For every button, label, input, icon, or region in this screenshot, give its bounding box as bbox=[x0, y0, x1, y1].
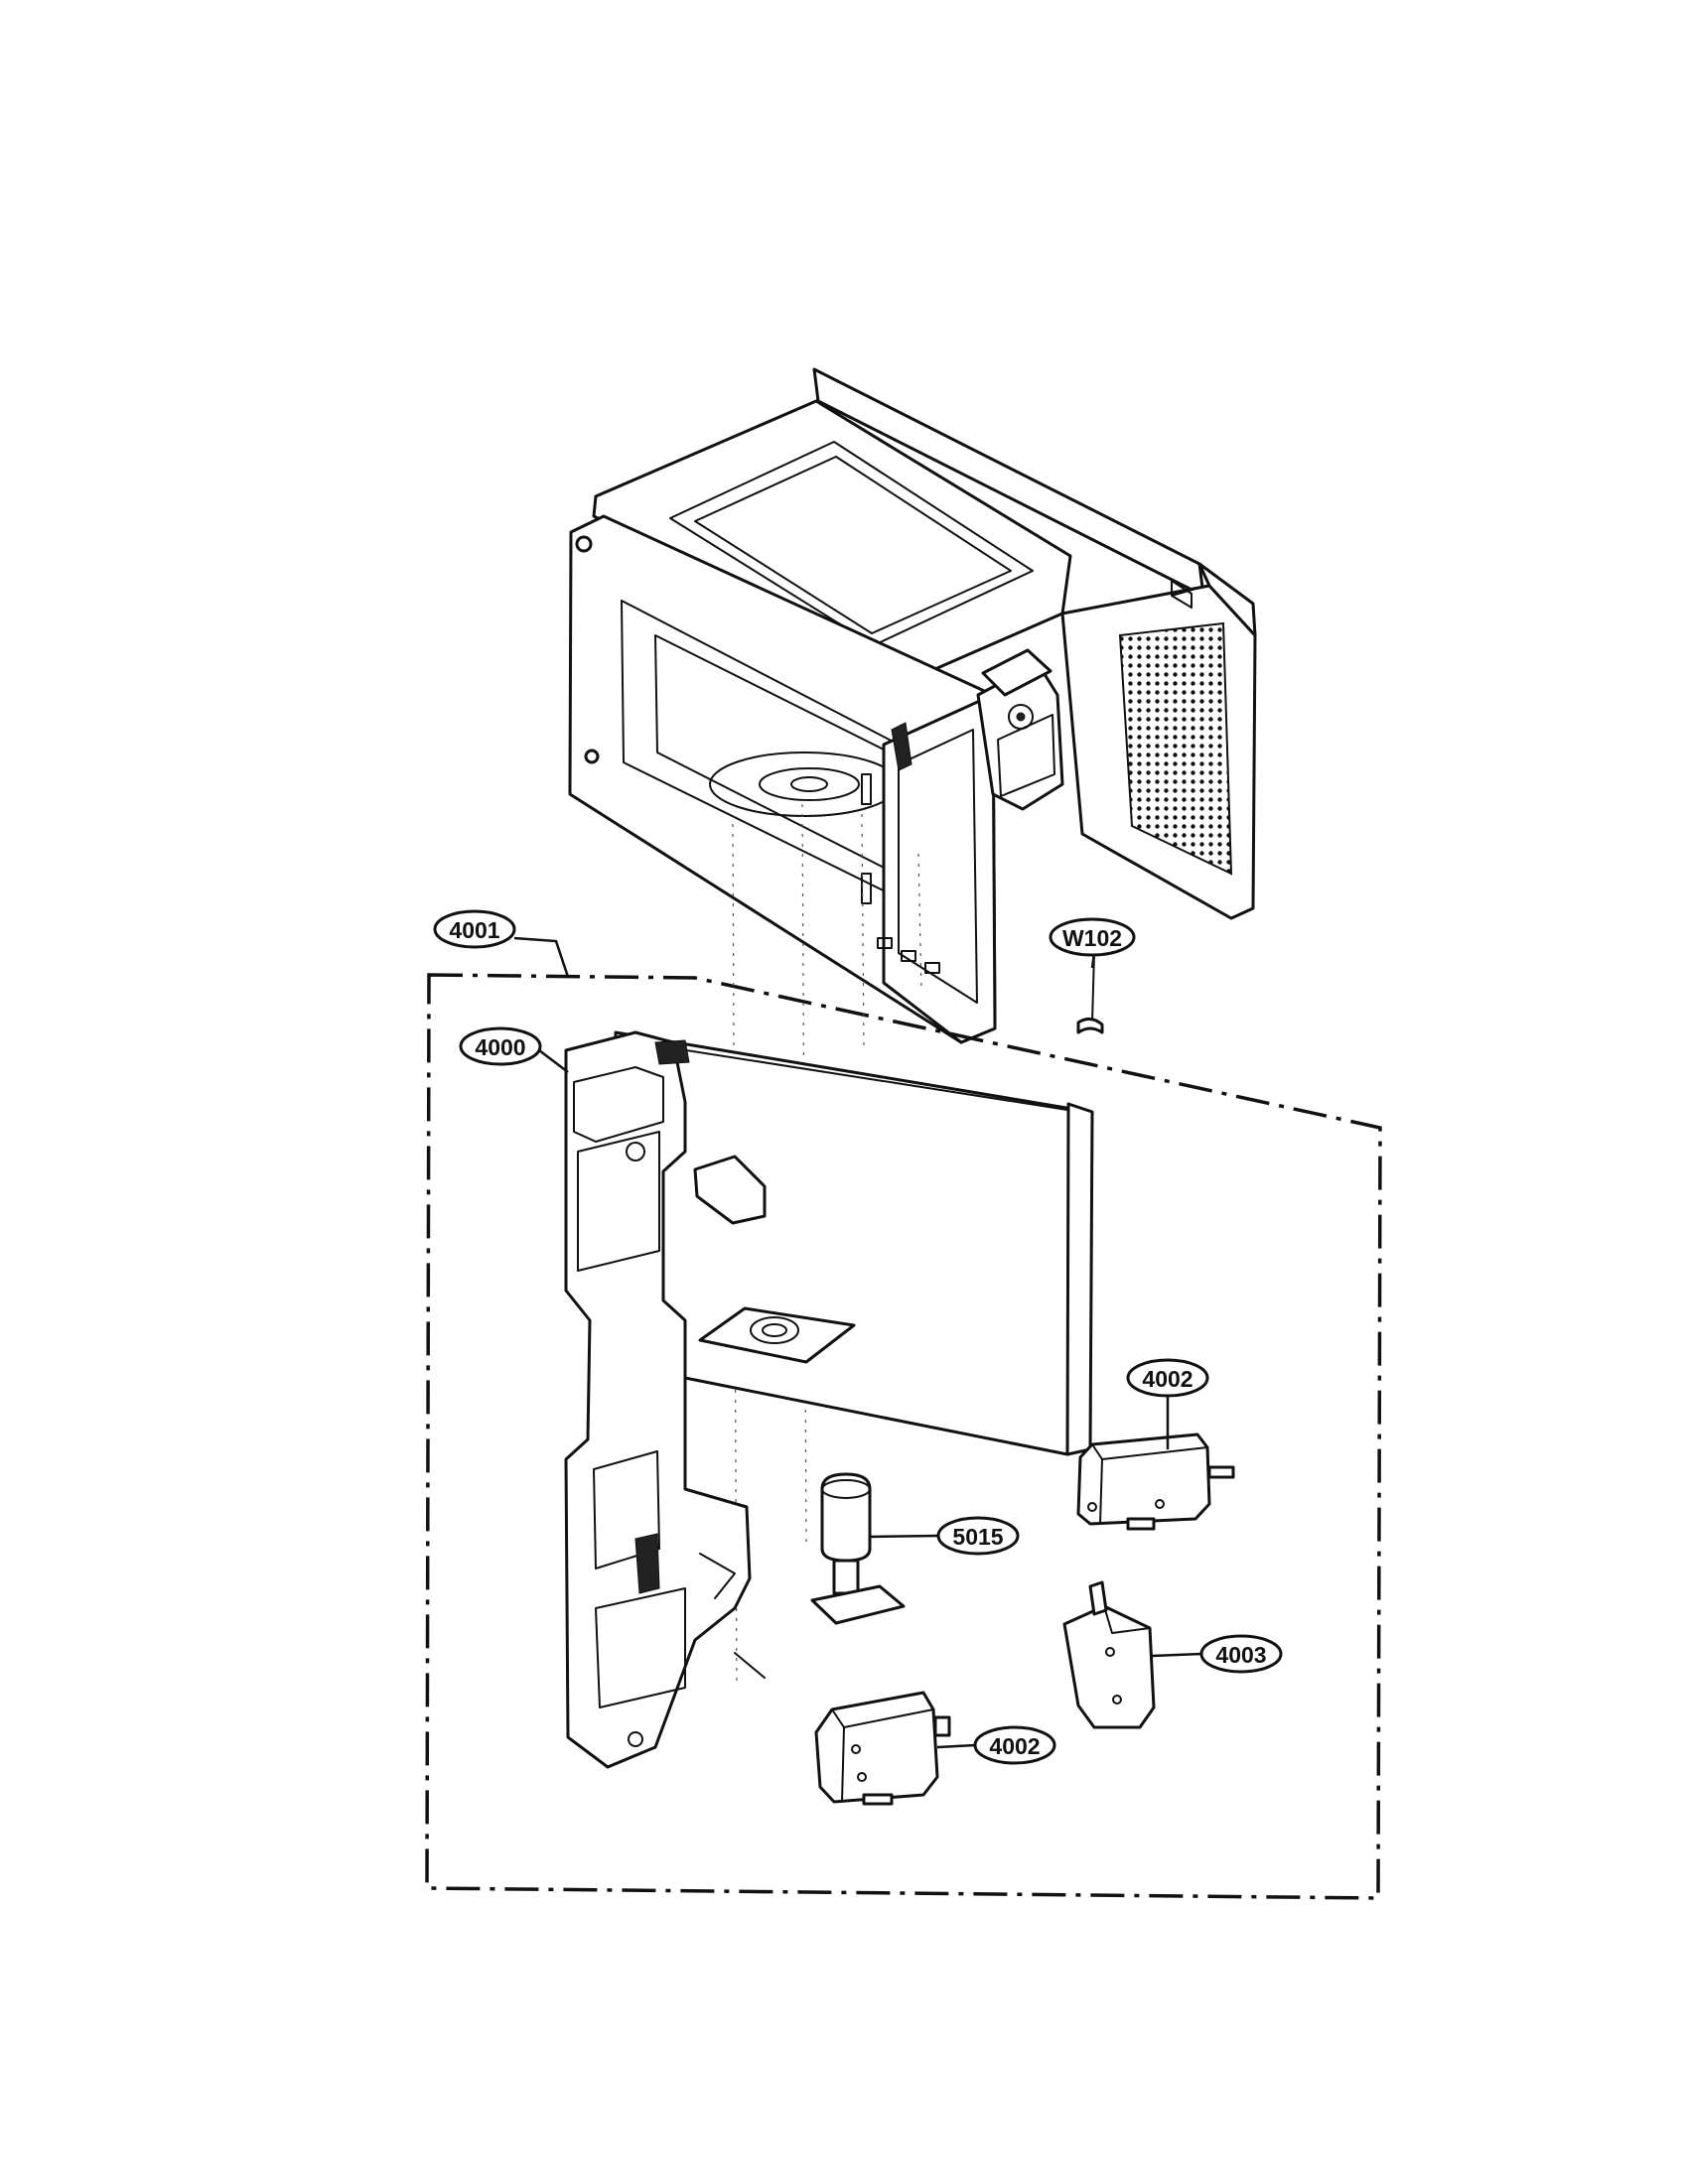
callout-w102: W102 bbox=[1049, 917, 1136, 957]
callout-4002-top: 4002 bbox=[1126, 1358, 1209, 1398]
latch-board bbox=[564, 1030, 766, 1769]
callout-4003: 4003 bbox=[1199, 1634, 1283, 1674]
svg-text:4003: 4003 bbox=[1215, 1642, 1266, 1668]
svg-text:4002: 4002 bbox=[1142, 1366, 1193, 1392]
alignment-guides bbox=[732, 803, 922, 1689]
svg-text:5015: 5015 bbox=[952, 1524, 1003, 1550]
assembly-group-boundary bbox=[425, 973, 1382, 1900]
svg-text:W102: W102 bbox=[1062, 925, 1122, 951]
switch-4003 bbox=[1062, 1580, 1156, 1729]
svg-text:4000: 4000 bbox=[475, 1034, 525, 1060]
svg-text:4001: 4001 bbox=[449, 917, 499, 943]
door-panel bbox=[614, 1030, 1094, 1456]
callout-5015: 5015 bbox=[936, 1516, 1020, 1556]
screw-w102 bbox=[1076, 952, 1104, 1034]
oven-cavity-assembly bbox=[568, 367, 1257, 1044]
switch-4002-top bbox=[1076, 1433, 1235, 1531]
svg-text:4002: 4002 bbox=[989, 1733, 1040, 1759]
switch-4002-bottom bbox=[814, 1691, 951, 1806]
callout-4001: 4001 bbox=[433, 909, 516, 949]
fuse-5015 bbox=[810, 1472, 906, 1625]
callout-4002-bottom: 4002 bbox=[973, 1725, 1056, 1765]
callout-4000: 4000 bbox=[459, 1026, 542, 1066]
